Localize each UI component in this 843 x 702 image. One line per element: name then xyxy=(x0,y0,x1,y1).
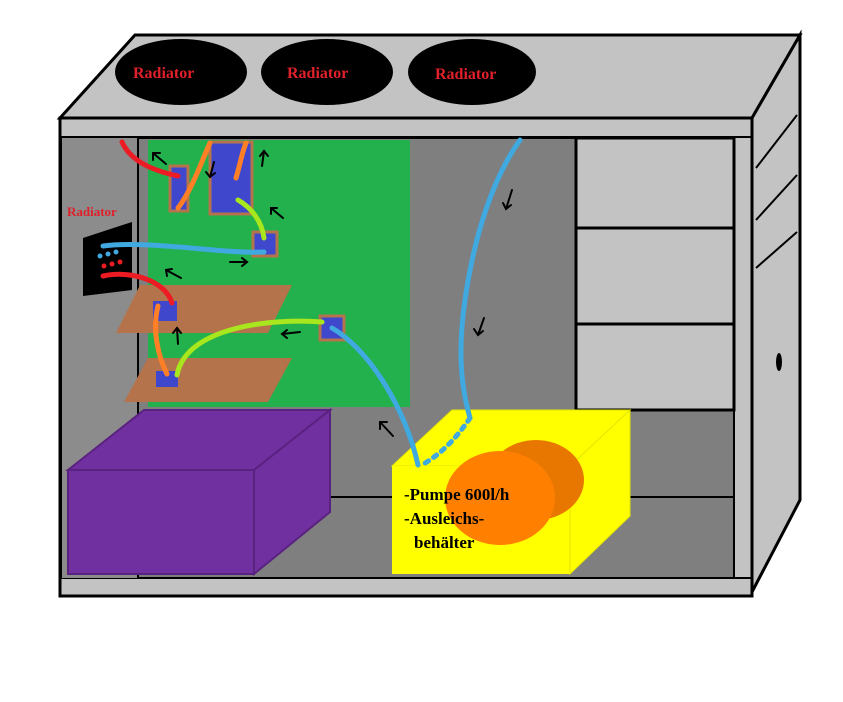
hose-lime-2 xyxy=(174,318,325,378)
drive-bays xyxy=(574,136,736,412)
pump-label-line-3: behälter xyxy=(414,533,475,552)
hose-blue-rear xyxy=(100,242,267,255)
arrow-icon xyxy=(270,207,284,219)
arrow-icon xyxy=(379,421,394,437)
top-radiators: Radiator Radiator Radiator xyxy=(115,39,536,105)
hose-blue-return xyxy=(458,137,523,421)
hose-lime-1 xyxy=(235,197,267,241)
psu-front xyxy=(67,469,255,575)
drive-bay-2 xyxy=(574,226,736,326)
psu-side xyxy=(253,407,331,577)
heatsink-plate-lower xyxy=(124,358,292,402)
pump-box-side xyxy=(569,408,631,576)
hose-blue-inlet xyxy=(417,415,473,469)
drive-bay-1 xyxy=(574,136,736,230)
top-radiator-1 xyxy=(115,39,247,105)
rear-radiator: Radiator xyxy=(67,204,132,296)
hose-blue-gpu xyxy=(329,325,421,468)
arrow-icon xyxy=(473,317,485,337)
hose-orange-1 xyxy=(175,140,213,211)
arrow-icon xyxy=(172,326,182,345)
case-lock-icon xyxy=(776,353,782,371)
hoses xyxy=(100,137,523,469)
arrow-icon xyxy=(229,257,249,267)
hose-orange-3 xyxy=(153,303,170,377)
top-radiator-3-label: Radiator xyxy=(435,66,496,83)
pump-disc-front xyxy=(445,451,555,545)
rear-radiator-label: Radiator xyxy=(67,204,117,219)
top-radiator-2-label: Radiator xyxy=(287,65,348,82)
pump-label-line-2: -Ausleichs- xyxy=(404,509,485,528)
arrow-icon xyxy=(205,161,216,179)
power-supply xyxy=(65,407,333,577)
arrow-icon xyxy=(280,329,301,339)
pump-reservoir: -Pumpe 600l/h -Ausleichs- behälter xyxy=(390,408,632,576)
rear-radiator-body xyxy=(83,222,132,296)
side-panel-lines xyxy=(755,114,798,269)
drive-bay-3 xyxy=(574,322,736,412)
arrow-icon xyxy=(164,268,182,279)
hose-red-rear xyxy=(100,271,175,306)
hose-red-top xyxy=(119,139,181,179)
hose-orange-2 xyxy=(233,140,249,181)
case-side-face xyxy=(750,29,802,593)
arrow-icon xyxy=(502,189,513,211)
arrow-icon xyxy=(152,152,167,165)
arrow-icon xyxy=(259,149,269,167)
flow-arrows xyxy=(152,149,513,437)
top-radiator-3 xyxy=(408,39,536,105)
top-radiator-1-label: Radiator xyxy=(133,65,194,82)
pump-label-line-1: -Pumpe 600l/h xyxy=(404,485,510,504)
heatsink-plate-upper xyxy=(116,285,292,333)
top-radiator-2 xyxy=(261,39,393,105)
